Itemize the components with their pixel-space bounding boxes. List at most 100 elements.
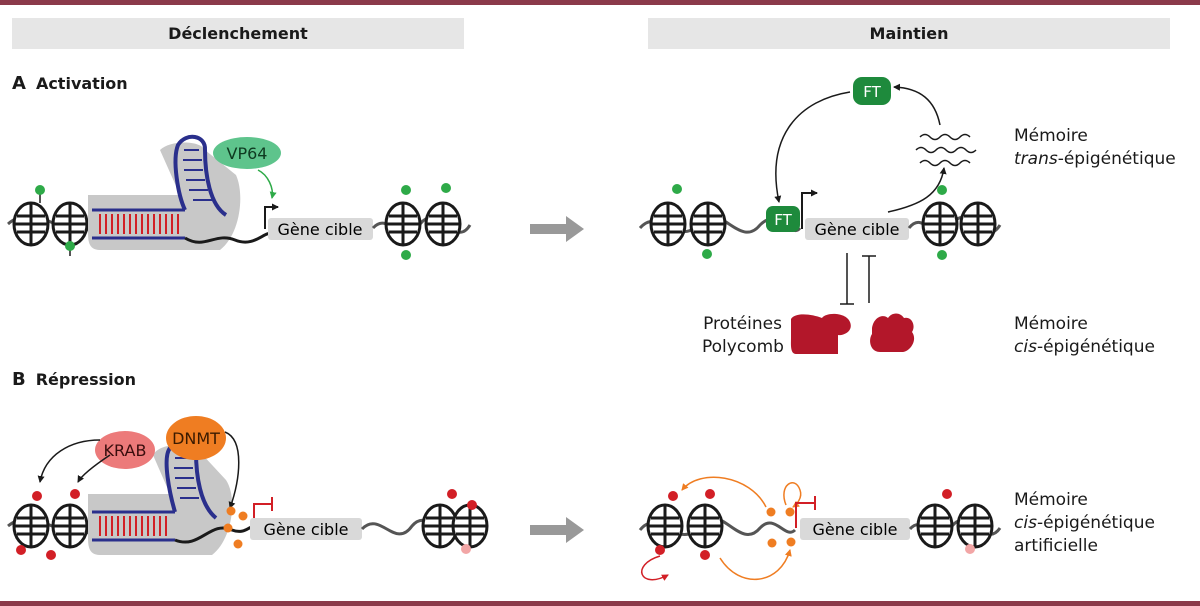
section-a-letter: A bbox=[12, 73, 26, 94]
dna-methylation-mark bbox=[766, 507, 776, 517]
repressive-mark bbox=[668, 491, 678, 501]
target-gene-box bbox=[800, 518, 910, 540]
activation-mark bbox=[937, 250, 947, 260]
transcription-arrow bbox=[887, 167, 947, 213]
memory-cis-label: Mémoire cis-épigénétique bbox=[1014, 313, 1155, 359]
nucleosome bbox=[916, 503, 954, 549]
tss-arrow bbox=[801, 189, 818, 229]
feedback-arrow bbox=[774, 91, 851, 203]
repressive-mark bbox=[467, 500, 477, 510]
polycomb-protein-2 bbox=[870, 313, 915, 352]
repressed-tss bbox=[795, 502, 815, 528]
repressive-mark-faded bbox=[461, 544, 471, 554]
repressive-mark bbox=[700, 550, 710, 560]
nucleosome bbox=[956, 503, 994, 549]
target-gene-label: Gène cible bbox=[815, 220, 900, 239]
memory-trans-rest: -épigénétique bbox=[1057, 149, 1176, 169]
dna-methylation-mark bbox=[767, 538, 777, 548]
ft-free-label: FT bbox=[863, 83, 881, 101]
ft-bound bbox=[766, 206, 800, 232]
memory-artificial-em: cis bbox=[1014, 513, 1037, 533]
target-gene-label: Gène cible bbox=[278, 220, 363, 239]
transition-arrow-b bbox=[530, 517, 584, 543]
inhibition-arrows bbox=[840, 253, 876, 305]
activation-mark bbox=[65, 241, 75, 251]
memory-cis-line1: Mémoire bbox=[1014, 314, 1088, 334]
krab-arrow bbox=[77, 454, 111, 483]
nucleosome bbox=[959, 201, 997, 247]
ft-bound-label: FT bbox=[774, 211, 792, 229]
vp64-arrow bbox=[257, 169, 277, 199]
histone-mark-spreading-arrow bbox=[641, 555, 669, 581]
activation-mark bbox=[35, 185, 45, 195]
repressive-mark bbox=[447, 489, 457, 499]
target-gene-box bbox=[805, 218, 909, 240]
vp64-label: VP64 bbox=[227, 144, 268, 163]
memory-cis-rest: -épigénétique bbox=[1036, 337, 1155, 357]
dna-strand bbox=[184, 231, 273, 244]
activation-mark bbox=[702, 249, 712, 259]
panel-a-trigger: VP64 Gène cible bbox=[7, 134, 472, 260]
mrna-transcripts-icon bbox=[915, 133, 977, 167]
nucleosome bbox=[12, 503, 50, 549]
dna-guide-duplex bbox=[92, 208, 185, 240]
transition-arrow-a bbox=[530, 216, 584, 242]
repressive-mark-faded bbox=[965, 544, 975, 554]
memory-trans-label: Mémoire trans-épigénétique bbox=[1014, 125, 1176, 171]
panel-b-maintenance: Gène cible bbox=[638, 476, 1002, 581]
tss-arrow bbox=[264, 203, 279, 229]
memory-artificial-line3: artificielle bbox=[1014, 536, 1098, 556]
nucleosome bbox=[51, 201, 89, 247]
polycomb-label-line2: Polycomb bbox=[702, 337, 784, 357]
translation-arrow bbox=[893, 83, 941, 126]
section-b-letter: B bbox=[12, 369, 26, 390]
activation-mark bbox=[672, 184, 682, 194]
top-border bbox=[0, 0, 1200, 5]
repressive-mark bbox=[16, 545, 26, 555]
dnmt-bubble bbox=[166, 416, 226, 460]
dna-methylation-mark bbox=[238, 511, 248, 521]
activation-mark bbox=[401, 185, 411, 195]
panel-b-trigger: KRAB DNMT Gène cible bbox=[7, 416, 489, 560]
dna-methylation-mark bbox=[785, 507, 795, 517]
activation-mark bbox=[937, 185, 947, 195]
dna-methylation-mark bbox=[233, 539, 243, 549]
repressive-mark bbox=[32, 491, 42, 501]
dna-guide-duplex bbox=[92, 510, 175, 542]
nucleosome bbox=[424, 201, 462, 247]
activation-mark bbox=[401, 250, 411, 260]
dna-methylation-mark bbox=[223, 523, 233, 533]
guide-rna-hairpin bbox=[173, 134, 228, 217]
dna-methylation-mark bbox=[786, 537, 796, 547]
polycomb-protein-1 bbox=[790, 313, 851, 354]
bottom-border bbox=[0, 601, 1200, 606]
vp64-bubble bbox=[213, 137, 281, 169]
nucleosome bbox=[689, 201, 727, 247]
repressive-mark bbox=[942, 489, 952, 499]
repressive-mark bbox=[46, 550, 56, 560]
memory-artificial-label: Mémoire cis-épigénétique artificielle bbox=[1014, 489, 1155, 558]
nucleosome bbox=[921, 201, 959, 247]
target-gene-box bbox=[268, 218, 373, 240]
nucleosome bbox=[384, 201, 422, 247]
memory-trans-line1: Mémoire bbox=[1014, 126, 1088, 146]
dna-methylation-mark bbox=[226, 506, 236, 516]
krab-label: KRAB bbox=[104, 441, 147, 460]
section-a-title: Activation bbox=[35, 74, 128, 93]
nucleosome bbox=[451, 503, 489, 549]
memory-trans-em: trans bbox=[1014, 149, 1058, 169]
target-gene-box bbox=[250, 518, 362, 540]
ft-free bbox=[853, 77, 891, 105]
section-a-heading: A Activation bbox=[12, 73, 128, 94]
nucleosome bbox=[12, 201, 50, 247]
memory-artificial-rest: -épigénétique bbox=[1036, 513, 1155, 533]
memory-cis-em: cis bbox=[1014, 337, 1037, 357]
repressive-mark bbox=[705, 489, 715, 499]
header-trigger: Déclenchement bbox=[12, 18, 464, 49]
nucleosome bbox=[646, 503, 684, 549]
repressive-mark bbox=[655, 545, 665, 555]
nucleosome bbox=[51, 503, 89, 549]
panel-a-maintenance: FT Gène cible FT bbox=[638, 77, 1002, 354]
